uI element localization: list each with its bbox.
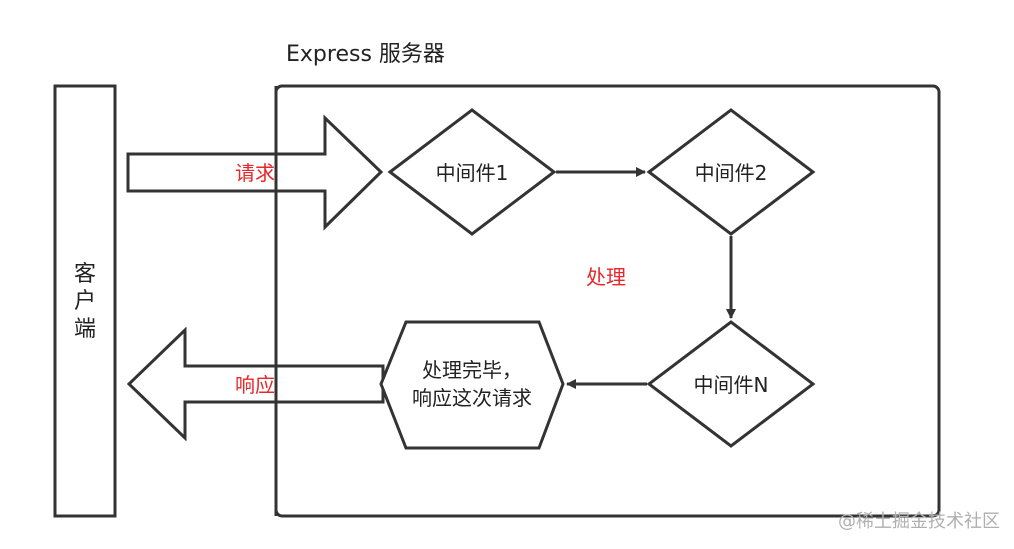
middleware-n-label: 中间件N xyxy=(694,373,769,397)
done-label-line-1: 处理完毕， xyxy=(422,358,522,382)
middleware-1-diamond xyxy=(387,108,557,236)
client-label-char-2: 户 xyxy=(74,289,96,314)
done-label-line-2: 响应这次请求 xyxy=(412,386,532,410)
watermark: @稀土掘金技术社区 xyxy=(838,511,1000,532)
client-label-char-1: 客 xyxy=(74,262,96,287)
response-label: 响应 xyxy=(235,373,275,397)
client-label-char-3: 端 xyxy=(74,317,96,342)
processing-label: 处理 xyxy=(586,265,626,289)
request-arrow xyxy=(126,114,384,231)
request-label: 请求 xyxy=(235,161,275,185)
middleware-2-label: 中间件2 xyxy=(695,161,768,185)
server-title: Express 服务器 xyxy=(286,42,445,67)
middleware-1-label: 中间件1 xyxy=(436,161,509,185)
client-box xyxy=(53,84,117,518)
done-hexagon xyxy=(379,320,565,450)
middleware-n-diamond xyxy=(646,320,816,448)
server-container xyxy=(274,84,941,518)
middleware-2-diamond xyxy=(646,108,816,236)
